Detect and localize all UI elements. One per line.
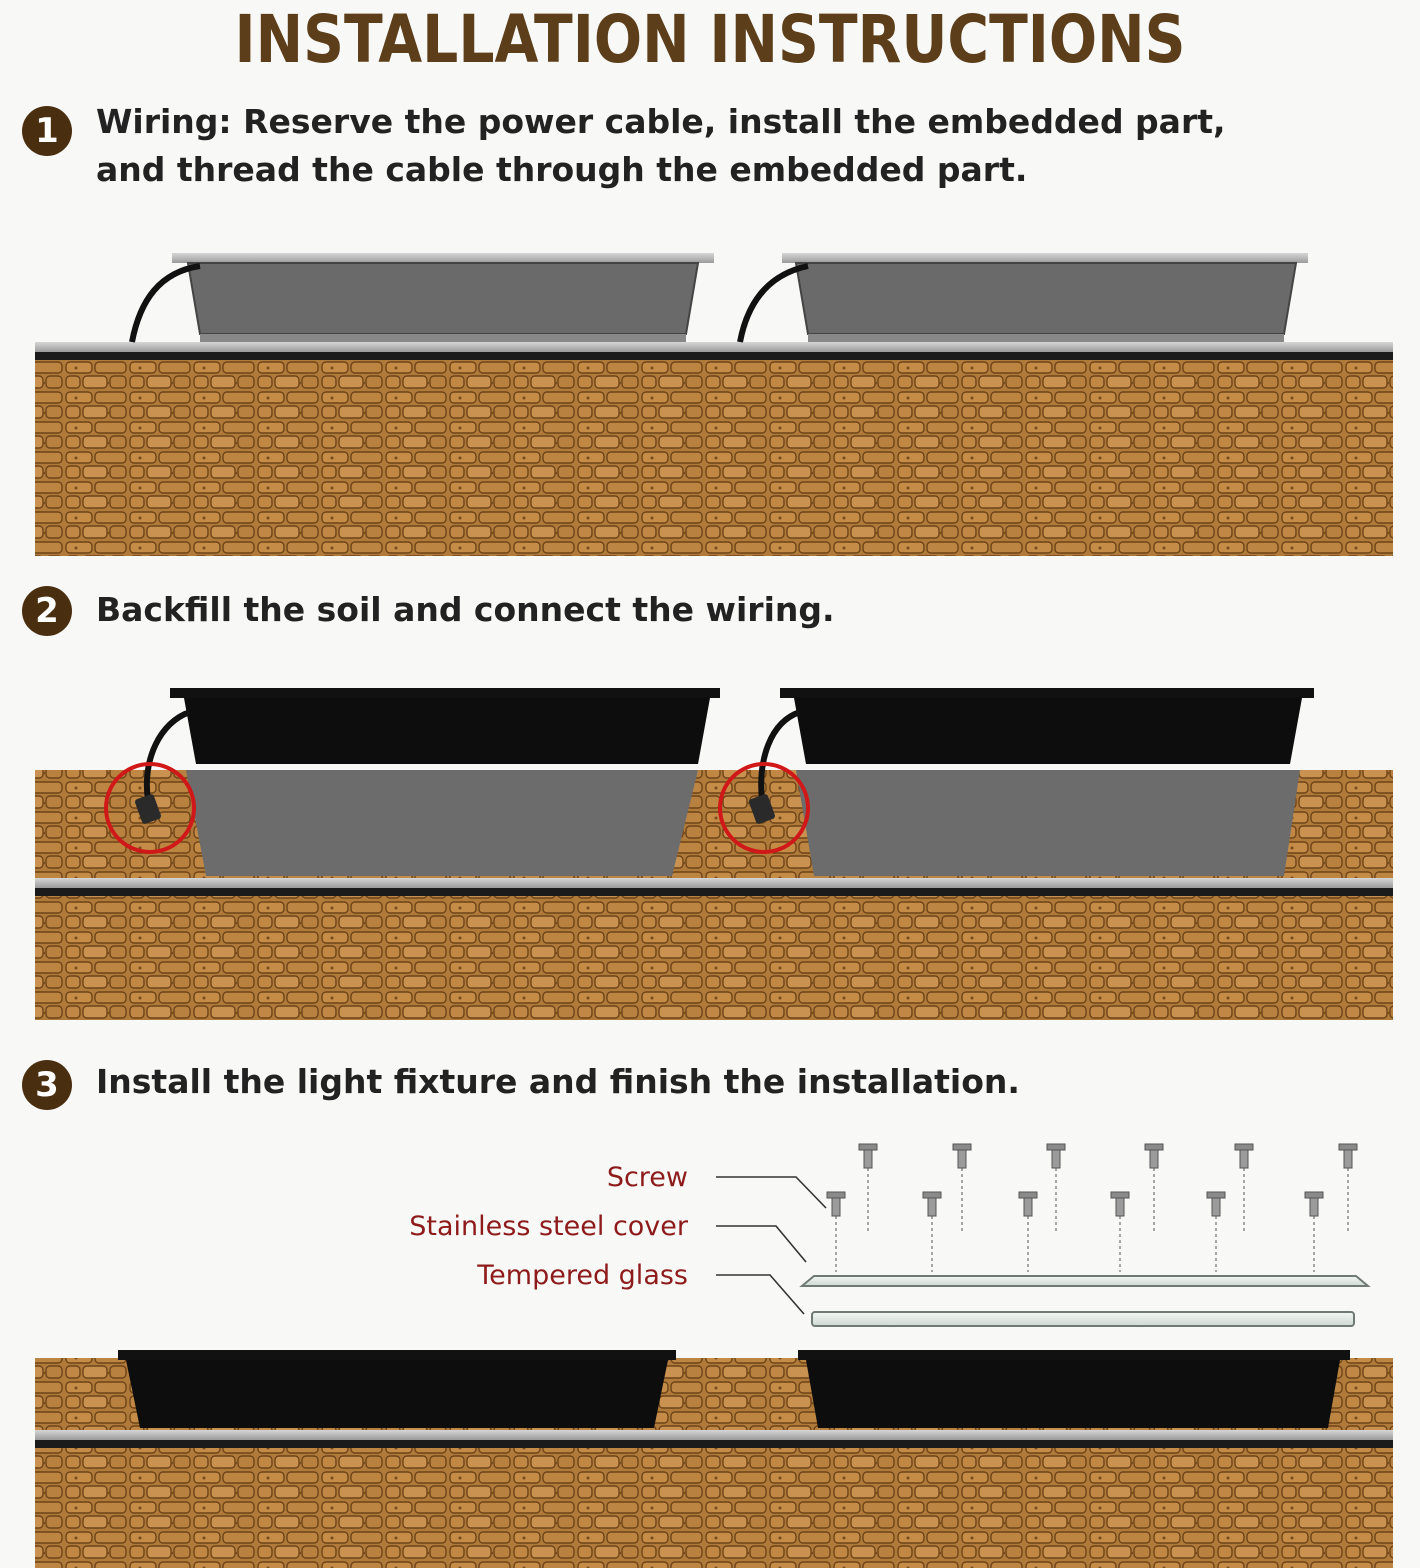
page-title: INSTALLATION INSTRUCTIONS [234,1,1186,78]
step-3-text: Install the light fixture and finish the… [96,1062,1020,1101]
screws [826,1143,1358,1272]
screw [1046,1143,1066,1232]
screw [1304,1191,1324,1272]
screw [1018,1191,1038,1272]
leader-glass [716,1274,805,1315]
step-2-badge: 2 [22,586,72,636]
soil-layer [35,896,1393,1020]
screw [952,1143,972,1232]
light-fixture-right [780,688,1314,764]
step-2-text: Backfill the soil and connect the wiring… [96,590,835,629]
power-cable-left [129,263,201,343]
step-1-badge: 1 [22,106,72,156]
screw [1110,1191,1130,1272]
step-1-diagram [35,253,1393,556]
embedded-housing-right [796,770,1300,876]
light-fixture-left [170,688,720,764]
embedded-housing-right [782,253,1308,342]
wire-connector-right [749,794,775,824]
screw [1144,1143,1164,1232]
step-1-text-line1: Wiring: Reserve the power cable, install… [96,102,1226,141]
wire-connector-left [135,794,161,824]
screw [858,1143,878,1232]
step-1-text-line2: and thread the cable through the embedde… [96,150,1028,189]
leader-screw [716,1176,827,1209]
screw [1234,1143,1254,1232]
screw [1206,1191,1226,1272]
label-screw: Screw [607,1162,688,1193]
step-3-diagram: Screw Stainless steel cover Tempered gla… [35,1143,1393,1568]
step-2-diagram [35,688,1393,1020]
screw [1338,1143,1358,1232]
installed-fixture-right [798,1350,1350,1428]
step-3-badge: 3 [22,1060,72,1110]
soil-layer [35,360,1393,556]
leader-cover [716,1225,807,1263]
highlight-circle-right [718,762,810,854]
soil-layer [35,1448,1393,1568]
label-tempered-glass: Tempered glass [476,1260,688,1291]
highlight-circle-left [104,762,196,854]
screw [826,1191,846,1272]
power-cable-right [737,263,809,343]
base-plate [35,342,1393,352]
installed-fixture-left [118,1350,676,1428]
embedded-housing-left [172,253,714,342]
embedded-housing-left [186,770,698,876]
screw [922,1191,942,1272]
label-stainless-steel-cover: Stainless steel cover [409,1211,689,1242]
stainless-steel-cover [799,1275,1371,1287]
tempered-glass [811,1311,1355,1327]
